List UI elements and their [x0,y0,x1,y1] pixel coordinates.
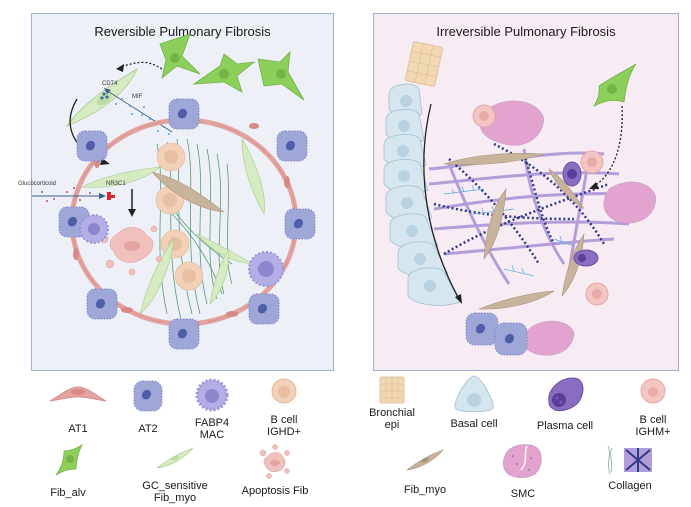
mif-label: MIF [132,94,143,100]
mif-arrow [105,89,173,133]
gc-sensitive-fib-myo-icon [155,447,194,469]
glucocorticoid-label: Glucocorticoid [18,181,57,187]
at2-cell-icon [133,380,163,412]
fib-alv-icon [55,443,84,476]
b-cell-ighm-icon [640,378,666,404]
at2-cells [58,98,316,350]
collagen-icon [607,445,652,475]
differentiation-arrow [423,103,460,300]
cd74-label: CD74 [102,81,118,87]
dotted-arrow [593,105,623,187]
reversible-fibrosis-panel: Reversible Pulmonary Fibrosis [18,13,334,371]
irreversible-fibrosis-panel: Irreversible Pulmonary Fibrosis [373,13,679,371]
legend-plasma-cell: Plasma cell [520,374,610,432]
bronchial-epi-icon [379,376,405,404]
nr3c1-receptor [107,192,115,200]
fib-alv-cell [257,50,305,101]
legend-fabp4-mac: FABP4 MAC [172,373,252,441]
basal-cell-icon [454,375,494,413]
legend-fib-myo: Fib_myo [385,448,465,496]
legend-collagen: Collagen [585,444,675,492]
smc-cells [479,100,657,356]
legend-at1: AT1 [38,379,118,435]
dotted-arrow [119,61,163,70]
b-cell-ighd-icon [271,378,297,404]
b-cell-ighm [472,104,609,306]
fib-myo-cell [151,171,226,213]
basal-cells [383,83,461,306]
nr3c1-label: NR3C1 [106,181,126,187]
gc-sensitive-fib-myo-cell [80,137,265,315]
reversible-scene [32,33,316,350]
fib-myo-icon [405,449,444,471]
reversible-panel-title: Reversible Pulmonary Fibrosis [94,24,271,39]
legend-b-cell-ighm: B cell IGHM+ [618,376,688,438]
fib-alv-cell [192,53,256,93]
legend-smc: SMC [483,440,563,500]
legend-fib-alv: Fib_alv [28,443,108,499]
legend-basal-cell: Basal cell [434,374,514,430]
legend-bronchial-epi: Bronchial epi [357,375,427,431]
fabp4-mac-icon [195,378,229,412]
at1-cell-icon [49,386,107,402]
legend-at2: AT2 [108,375,188,435]
fabp4-mac-cells [79,214,284,287]
arrowhead [116,64,124,72]
fib-alv-cell [592,63,637,107]
bronchial-epi-cell [405,41,443,87]
irreversible-scene [383,41,657,356]
plasma-cell-icon [548,377,584,411]
at2-cells [465,312,528,356]
irreversible-panel-title: Irreversible Pulmonary Fibrosis [436,24,616,39]
plasma-cells [562,161,599,267]
legend-gc-sensitive-fib-myo: GC_sensitive Fib_myo [125,446,225,504]
fib-myo-cells [443,153,585,310]
apoptosis-fib-icon [259,444,290,479]
legend-apoptosis-fib: Apoptosis Fib [230,443,320,497]
legend-b-cell-ighd: B cell IGHD+ [244,376,324,438]
fib-alv-cell [159,33,201,80]
smc-icon [503,444,542,478]
branching-fibers [443,184,575,277]
